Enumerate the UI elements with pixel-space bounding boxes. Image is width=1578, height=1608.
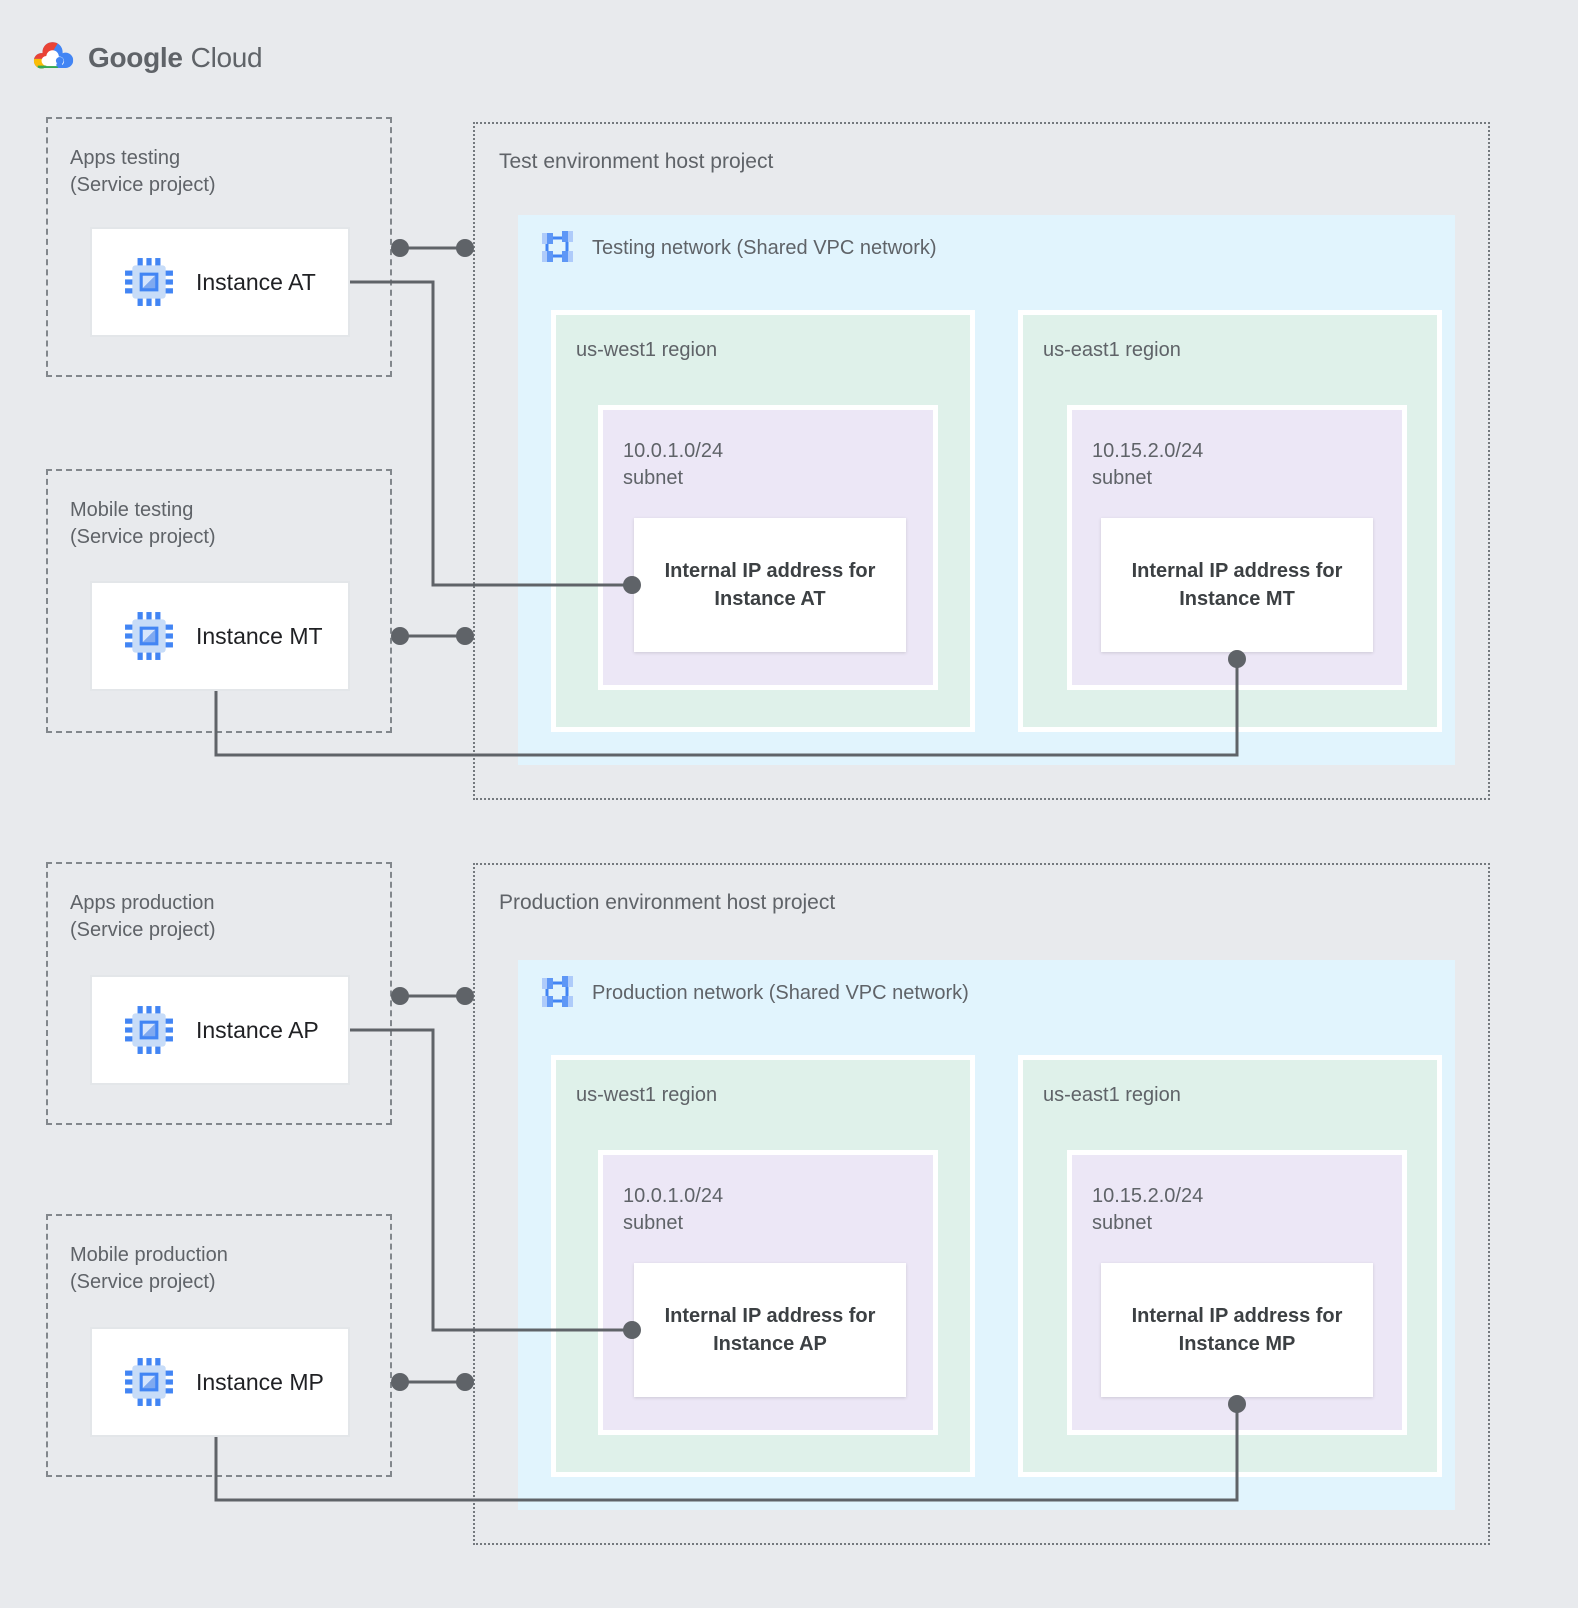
vpc-network-icon [537, 973, 575, 1011]
subnet-label: 10.0.1.0/24 subnet [603, 410, 933, 492]
mobile-testing-label: Mobile testing (Service project) [48, 471, 390, 551]
connector-dot [456, 987, 474, 1005]
connector-dot [391, 1373, 409, 1391]
instance-name: Instance MT [196, 622, 323, 649]
region-label: us-east1 region [1043, 1084, 1181, 1106]
test-host-project-title: Test environment host project [499, 150, 774, 173]
project-label-line1: Apps testing [70, 147, 181, 169]
ip-text-line1: Internal IP address for [664, 1305, 876, 1327]
apps-production-project-box: Apps production (Service project) [46, 862, 392, 1125]
project-label-line2: (Service project) [70, 174, 216, 196]
vpc-network-icon [537, 228, 575, 266]
subnet-label: 10.15.2.0/24 subnet [1072, 1155, 1402, 1237]
subnet-cidr: 10.0.1.0/24 [623, 1185, 724, 1207]
instance-name: Instance AT [196, 268, 316, 295]
ip-text-line1: Internal IP address for [1131, 560, 1343, 582]
compute-engine-icon [124, 257, 174, 307]
logo-brand: Google [88, 42, 183, 73]
apps-testing-label: Apps testing (Service project) [48, 119, 390, 199]
subnet-label: 10.15.2.0/24 subnet [1072, 410, 1402, 492]
production-host-project-title: Production environment host project [499, 891, 836, 914]
compute-engine-icon [124, 1357, 174, 1407]
subnet-cidr: 10.15.2.0/24 [1092, 1185, 1204, 1207]
testing-network-label: Testing network (Shared VPC network) [592, 237, 937, 259]
project-label-line1: Apps production [70, 892, 215, 914]
subnet-cidr: 10.15.2.0/24 [1092, 440, 1204, 462]
connector-dot [456, 239, 474, 257]
region-label: us-west1 region [576, 339, 718, 361]
instance-name: Instance MP [196, 1368, 324, 1395]
instance-mt-card: Instance MT [90, 581, 350, 691]
subnet-word: subnet [623, 1212, 684, 1234]
subnet-word: subnet [1092, 1212, 1153, 1234]
production-network-label: Production network (Shared VPC network) [592, 982, 969, 1004]
ip-text-line2: Instance MT [1179, 588, 1295, 610]
connector-dot [391, 239, 409, 257]
project-label-line1: Mobile testing [70, 499, 194, 521]
instance-ap-card: Instance AP [90, 975, 350, 1085]
region-label: us-east1 region [1043, 339, 1181, 361]
ip-card-instance-mp: Internal IP address for Instance MP [1101, 1263, 1373, 1397]
instance-name: Instance AP [196, 1016, 319, 1043]
project-label-line1: Mobile production [70, 1244, 228, 1266]
subnet-word: subnet [1092, 467, 1153, 489]
instance-at-card: Instance AT [90, 227, 350, 337]
region-label: us-west1 region [576, 1084, 718, 1106]
ip-text-line2: Instance AP [713, 1333, 827, 1355]
apps-production-label: Apps production (Service project) [48, 864, 390, 944]
ip-card-instance-at: Internal IP address for Instance AT [634, 518, 906, 652]
instance-mp-card: Instance MP [90, 1327, 350, 1437]
ip-text-line1: Internal IP address for [1131, 1305, 1343, 1327]
subnet-cidr: 10.0.1.0/24 [623, 440, 724, 462]
subnet-word: subnet [623, 467, 684, 489]
google-cloud-logo-icon [30, 36, 78, 76]
mobile-production-label: Mobile production (Service project) [48, 1216, 390, 1296]
connector-dot [391, 987, 409, 1005]
project-label-line2: (Service project) [70, 1271, 216, 1293]
connector-dot [456, 627, 474, 645]
compute-engine-icon [124, 611, 174, 661]
logo-product: Cloud [190, 42, 263, 73]
connector-dot [456, 1373, 474, 1391]
connector-dot [391, 627, 409, 645]
ip-card-instance-mt: Internal IP address for Instance MT [1101, 518, 1373, 652]
compute-engine-icon [124, 1005, 174, 1055]
project-label-line2: (Service project) [70, 526, 216, 548]
ip-card-instance-ap: Internal IP address for Instance AP [634, 1263, 906, 1397]
ip-text-line1: Internal IP address for [664, 560, 876, 582]
ip-text-line2: Instance AT [714, 588, 826, 610]
project-label-line2: (Service project) [70, 919, 216, 941]
subnet-label: 10.0.1.0/24 subnet [603, 1155, 933, 1237]
ip-text-line2: Instance MP [1178, 1333, 1296, 1355]
